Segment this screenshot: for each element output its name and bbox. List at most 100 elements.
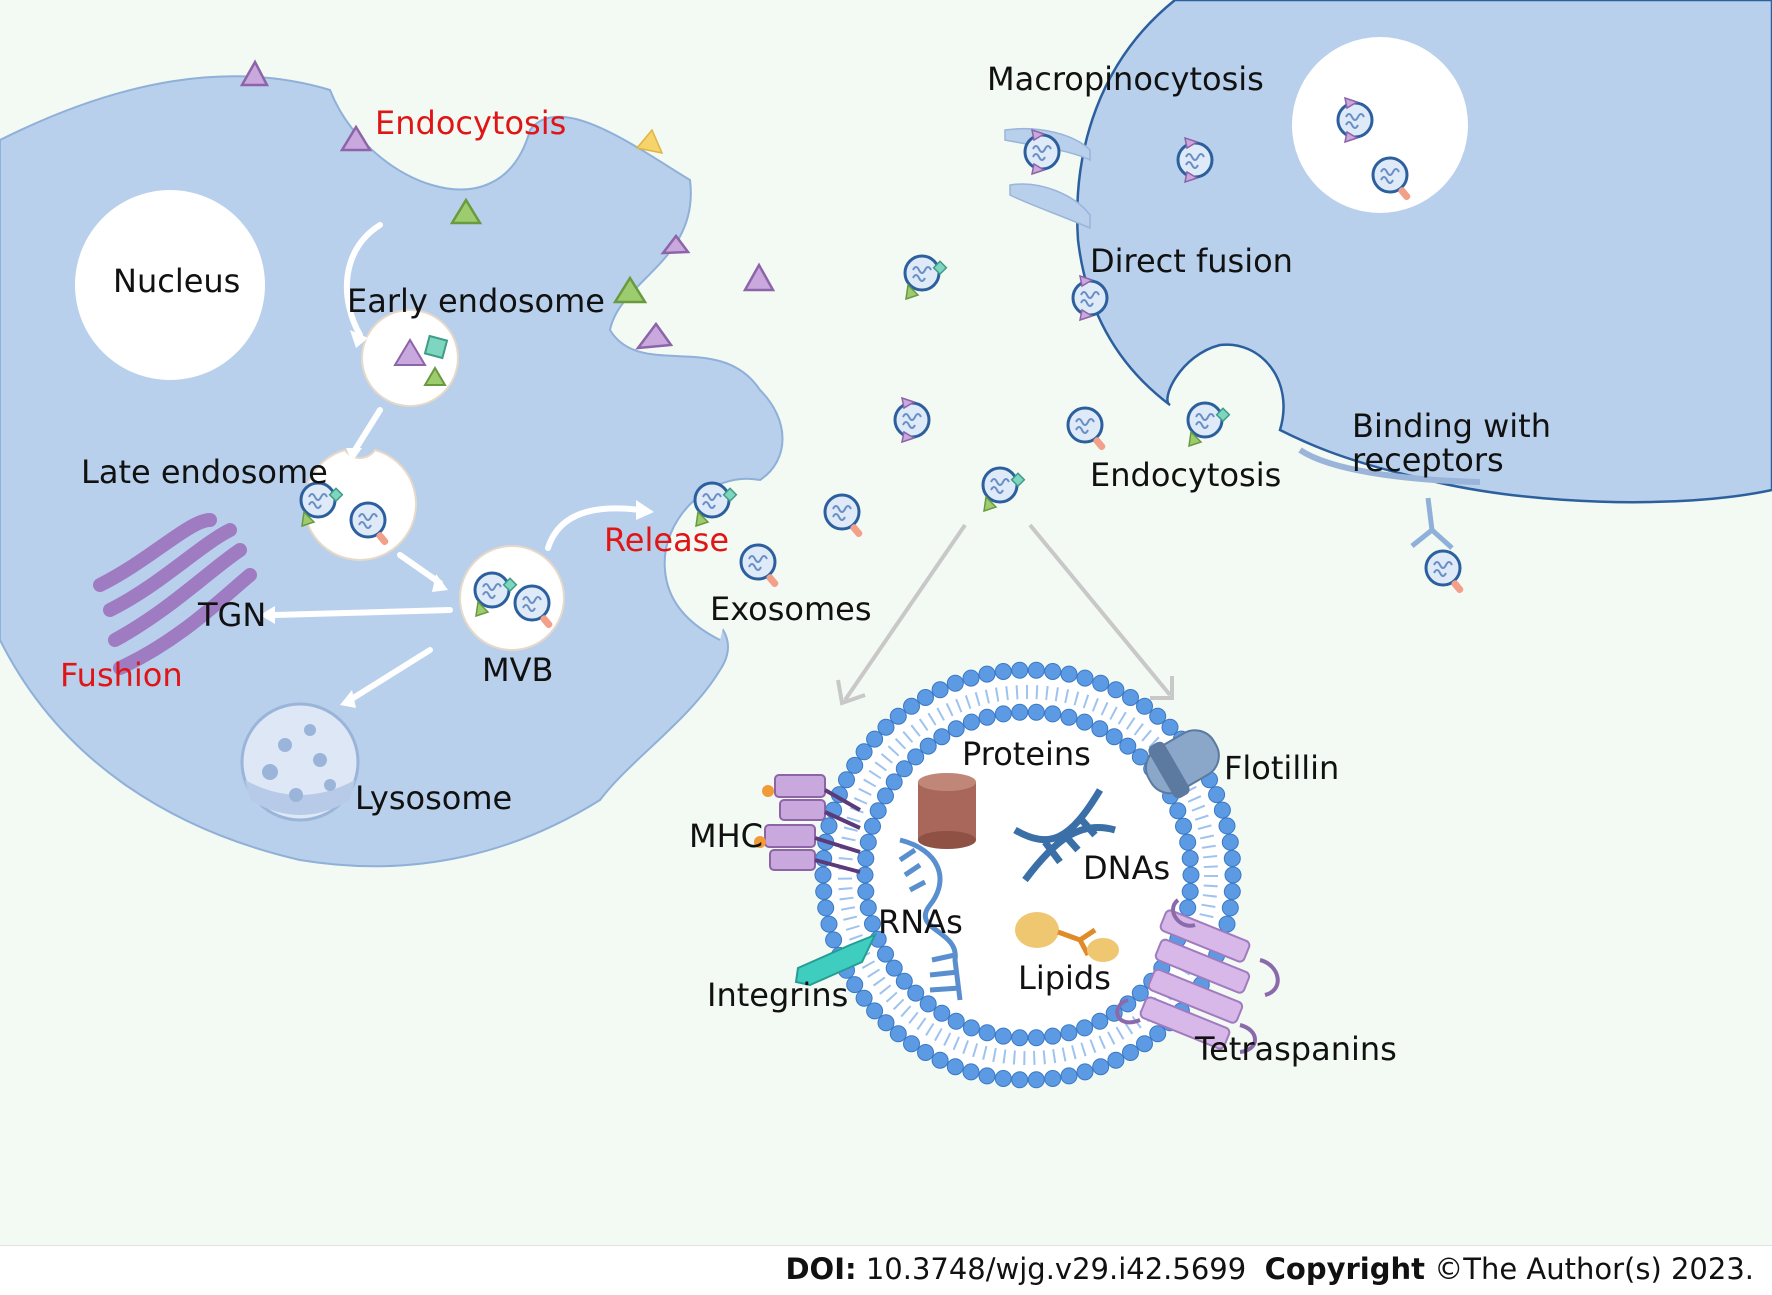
lipid-bead [1027, 703, 1045, 721]
lipid-bead [1060, 1024, 1078, 1042]
lipid-bead [1122, 689, 1139, 706]
lipid-bead [1149, 1025, 1167, 1043]
lipid-bead [931, 681, 949, 699]
lipid-bead [994, 1027, 1012, 1045]
lipid-bead [1221, 833, 1239, 851]
lipid-bead [947, 720, 965, 738]
lipid-bead [962, 1019, 980, 1037]
lipid-bead [1076, 1019, 1094, 1037]
lipid-bead [947, 1012, 965, 1030]
lipid-bead [857, 883, 875, 900]
mvb-label: MVB [482, 651, 554, 689]
lipid-bead [877, 945, 894, 963]
lipid-bead [856, 866, 874, 884]
flotillin-label: Flotillin [1224, 749, 1340, 787]
lipid-bead [869, 802, 887, 820]
proteins-label: Proteins [962, 735, 1091, 773]
lipid-bead [1011, 661, 1029, 679]
lipid-bead [838, 771, 855, 789]
lipid-bead [917, 689, 934, 706]
lysosome-label: Lysosome [355, 779, 513, 817]
diagram-artwork [0, 0, 1772, 1089]
lipid-bead [895, 972, 913, 990]
lipid-bead [1027, 1029, 1045, 1047]
mvb-vesicle [459, 545, 565, 651]
dnas-label: DNAs [1083, 849, 1171, 887]
mhc-icon [764, 774, 826, 871]
lipid-bead [846, 976, 864, 994]
lipid-bead [877, 1014, 895, 1032]
lipid-bead [919, 737, 937, 755]
integrin-icon [794, 933, 878, 987]
lipid-bead [1119, 737, 1137, 755]
macropinocytosis-label: Macropinocytosis [987, 60, 1264, 98]
lipid-bead [1136, 1035, 1153, 1053]
lipid-bead [885, 959, 903, 977]
lipid-icon [1015, 912, 1119, 962]
lipid-bead [1060, 665, 1078, 683]
citation-text: DOI: 10.3748/wjg.v29.i42.5699 Copyright … [785, 1252, 1754, 1286]
lipid-bead [866, 730, 884, 748]
early-endosome-label: Early endosome [347, 282, 605, 320]
lipid-bead [815, 883, 833, 900]
lipid-bead [820, 817, 838, 835]
lipid-bead [1169, 802, 1187, 820]
lipid-bead [1011, 1071, 1029, 1089]
lipid-bead [859, 833, 877, 851]
doi-label: DOI: [785, 1252, 857, 1286]
lipid-bead [1179, 899, 1197, 917]
lipid-bead [895, 760, 913, 778]
lipid-bead [978, 1024, 996, 1042]
golgi-icon [93, 513, 257, 675]
lipid-bead [1027, 1071, 1045, 1089]
lipid-bead [919, 995, 937, 1013]
lipid-bead [1181, 850, 1199, 867]
lipid-bead [1221, 899, 1239, 917]
lipid-bead [1107, 1051, 1125, 1069]
lipid-bead [877, 718, 895, 736]
lipid-bead [1223, 850, 1241, 867]
lipid-bead [814, 866, 832, 884]
lipid-bead [1149, 707, 1167, 725]
lipid-bead [962, 713, 980, 731]
lipid-bead [1044, 705, 1062, 723]
lipid-bead [962, 1063, 980, 1081]
lipid-bead [994, 1070, 1012, 1087]
lipid-bead [1011, 703, 1029, 721]
lipid-bead [907, 984, 925, 1002]
lipid-bead [1060, 1067, 1078, 1085]
lipid-bead [1223, 883, 1241, 900]
protein-cylinder-icon [918, 773, 976, 849]
lipid-bead [1131, 984, 1149, 1002]
lipid-bead [1181, 883, 1199, 900]
fushion-label: Fushion [60, 656, 183, 694]
receptor-icon [1410, 497, 1454, 550]
binding-with-receptors-label: Binding with receptors [1352, 407, 1551, 479]
lipid-bead [917, 1044, 934, 1061]
right-cell [1076, 0, 1772, 504]
lipid-bead [855, 989, 873, 1007]
lipid-bead [1092, 1058, 1110, 1076]
lipids-label: Lipids [1018, 959, 1111, 997]
lipid-bead [978, 665, 996, 683]
lipid-bead [946, 1058, 964, 1076]
rnas-label: RNAs [878, 903, 963, 941]
nucleus-label: Nucleus [113, 262, 241, 300]
lipid-bead [994, 663, 1012, 680]
lipid-bead [1076, 669, 1094, 687]
lipid-bead [978, 708, 996, 726]
lipid-bead [1044, 663, 1062, 680]
tgn-label: TGN [198, 596, 267, 634]
lipid-bead [1091, 1012, 1109, 1030]
direct-fusion-label: Direct fusion [1090, 242, 1293, 280]
lipid-bead [820, 915, 838, 933]
lipid-bead [1105, 728, 1123, 746]
lipid-bead [1224, 866, 1242, 884]
lipid-bead [877, 787, 894, 805]
lipid-bead [1107, 681, 1125, 699]
lipid-bead [907, 748, 925, 766]
lipid-bead [933, 728, 951, 746]
copyright-label: Copyright [1264, 1252, 1426, 1286]
lipid-bead [1076, 713, 1094, 731]
